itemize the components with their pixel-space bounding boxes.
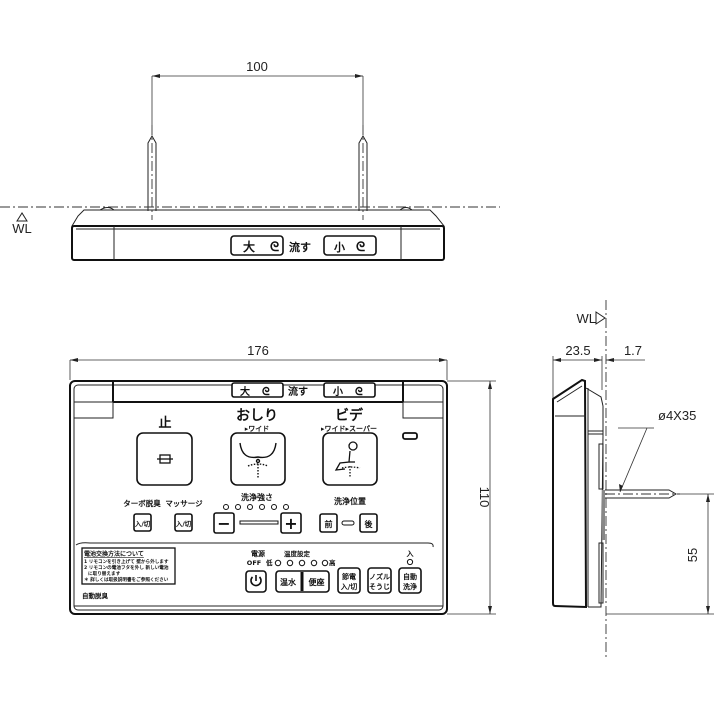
- strength-minus-button[interactable]: [213, 512, 235, 534]
- svg-text:入/切: 入/切: [134, 520, 151, 528]
- nozzle-clean-button[interactable]: [367, 567, 392, 594]
- wash-strength-label: 洗浄強さ: [241, 492, 273, 502]
- oshiri-label: おしり: [236, 408, 278, 424]
- svg-text:大: 大: [240, 385, 250, 398]
- svg-text:▸ワイド: ▸ワイド: [245, 425, 270, 433]
- pin-spec: ø4X35: [658, 408, 696, 423]
- dimension-offset: 1.7: [624, 343, 642, 358]
- bidet-person-icon: [334, 441, 361, 478]
- dimension-depth: 23.5: [565, 343, 590, 358]
- power-button[interactable]: [245, 570, 267, 593]
- top-view: 100 WL 大 ᘓ 流す 小 ᘓ: [0, 59, 500, 261]
- strength-level-dots: [223, 504, 289, 510]
- position-back-button[interactable]: [359, 513, 378, 533]
- dimension-pin-spacing: 100: [246, 59, 268, 74]
- wash-position-label: 洗浄位置: [334, 496, 366, 506]
- turbo-deodorize-label: ターボ脱臭: [123, 498, 161, 508]
- auto-deodorize-label: 自動脱臭: [82, 591, 109, 600]
- svg-text:便座: 便座: [309, 577, 325, 587]
- strength-plus-button[interactable]: [280, 512, 302, 534]
- dimension-pin-height: 55: [685, 548, 700, 562]
- turbo-onoff-button[interactable]: [133, 513, 152, 532]
- dimension-height: 110: [477, 487, 492, 508]
- top-flush-small-button[interactable]: [323, 235, 377, 256]
- power-label: 電源: [251, 549, 265, 558]
- front-view: 176 110 大 ᘓ 流す 小 ᘓ 止 おしり ▸ワイド ビデ ▸ワイド▸スー…: [69, 343, 496, 615]
- svg-text:入/切: 入/切: [175, 520, 192, 528]
- flush-large-button[interactable]: [231, 382, 284, 398]
- svg-text:OFF: OFF: [247, 559, 261, 567]
- svg-text:大: 大: [243, 239, 255, 254]
- stop-label: 止: [158, 415, 171, 431]
- svg-text:ノズル: ノズル: [369, 572, 390, 581]
- bidet-button[interactable]: [322, 432, 378, 486]
- side-view: WL 23.5 1.7 ø4X35: [552, 300, 714, 660]
- svg-text:そうじ: そうじ: [369, 582, 390, 591]
- svg-text:前: 前: [325, 519, 333, 529]
- svg-text:節電: 節電: [342, 572, 356, 581]
- auto-wash-button[interactable]: [398, 567, 422, 594]
- battery-note-box: [81, 547, 176, 585]
- svg-text:電池交換方法について: 電池交換方法について: [84, 550, 144, 558]
- position-front-button[interactable]: [319, 513, 338, 533]
- top-flush-large-button[interactable]: [230, 235, 284, 256]
- svg-text:温水: 温水: [280, 577, 297, 587]
- temp-setting-label: 温度設定: [284, 549, 311, 558]
- stop-icon: [157, 454, 173, 464]
- svg-text:低: 低: [265, 558, 273, 567]
- svg-text:+: +: [284, 514, 297, 533]
- svg-text:高: 高: [329, 558, 336, 567]
- svg-text:−: −: [217, 514, 230, 533]
- svg-text:▸ワイド▸スーパー: ▸ワイド▸スーパー: [321, 424, 377, 433]
- swirl-icon: ᘓ: [356, 240, 365, 255]
- svg-text:自動: 自動: [403, 572, 417, 581]
- svg-text:1 リモコンを引き上げて 壁から外します: 1 リモコンを引き上げて 壁から外します: [84, 558, 169, 565]
- svg-text:後: 後: [365, 519, 374, 529]
- swirl-icon: ᘓ: [355, 385, 363, 398]
- on-label: 入: [406, 550, 414, 558]
- svg-text:小: 小: [333, 240, 345, 254]
- svg-text:入/切: 入/切: [340, 582, 358, 591]
- massage-label: マッサージ: [165, 499, 203, 508]
- flush-small-button[interactable]: [323, 382, 376, 398]
- wl-label: WL: [12, 221, 32, 236]
- svg-text:洗浄: 洗浄: [403, 582, 417, 591]
- svg-text:2 リモコンの電池フタを外し 新しい電池: 2 リモコンの電池フタを外し 新しい電池: [84, 564, 169, 571]
- flush-label: 流す: [288, 385, 308, 398]
- eco-onoff-button[interactable]: [337, 567, 361, 594]
- flush-label: 流す: [289, 240, 311, 254]
- svg-text:小: 小: [332, 385, 343, 398]
- indicator-lamp: [402, 432, 418, 440]
- svg-text:＊ 詳しくは取扱説明書をご参照ください: ＊ 詳しくは取扱説明書をご参照ください: [84, 576, 169, 583]
- side-wl-label: WL: [577, 311, 597, 326]
- massage-onoff-button[interactable]: [174, 513, 193, 532]
- swirl-icon: ᘓ: [262, 385, 270, 398]
- temp-level-dots: [274, 559, 329, 567]
- swirl-icon: ᘓ: [270, 240, 279, 255]
- power-icon: [250, 575, 262, 587]
- bidet-label: ビデ: [335, 407, 364, 424]
- svg-text:に取り替えます: に取り替えます: [88, 570, 121, 577]
- oshiri-spray-icon: [239, 442, 277, 478]
- auto-wash-indicator: [406, 558, 414, 566]
- dimension-width: 176: [247, 343, 269, 358]
